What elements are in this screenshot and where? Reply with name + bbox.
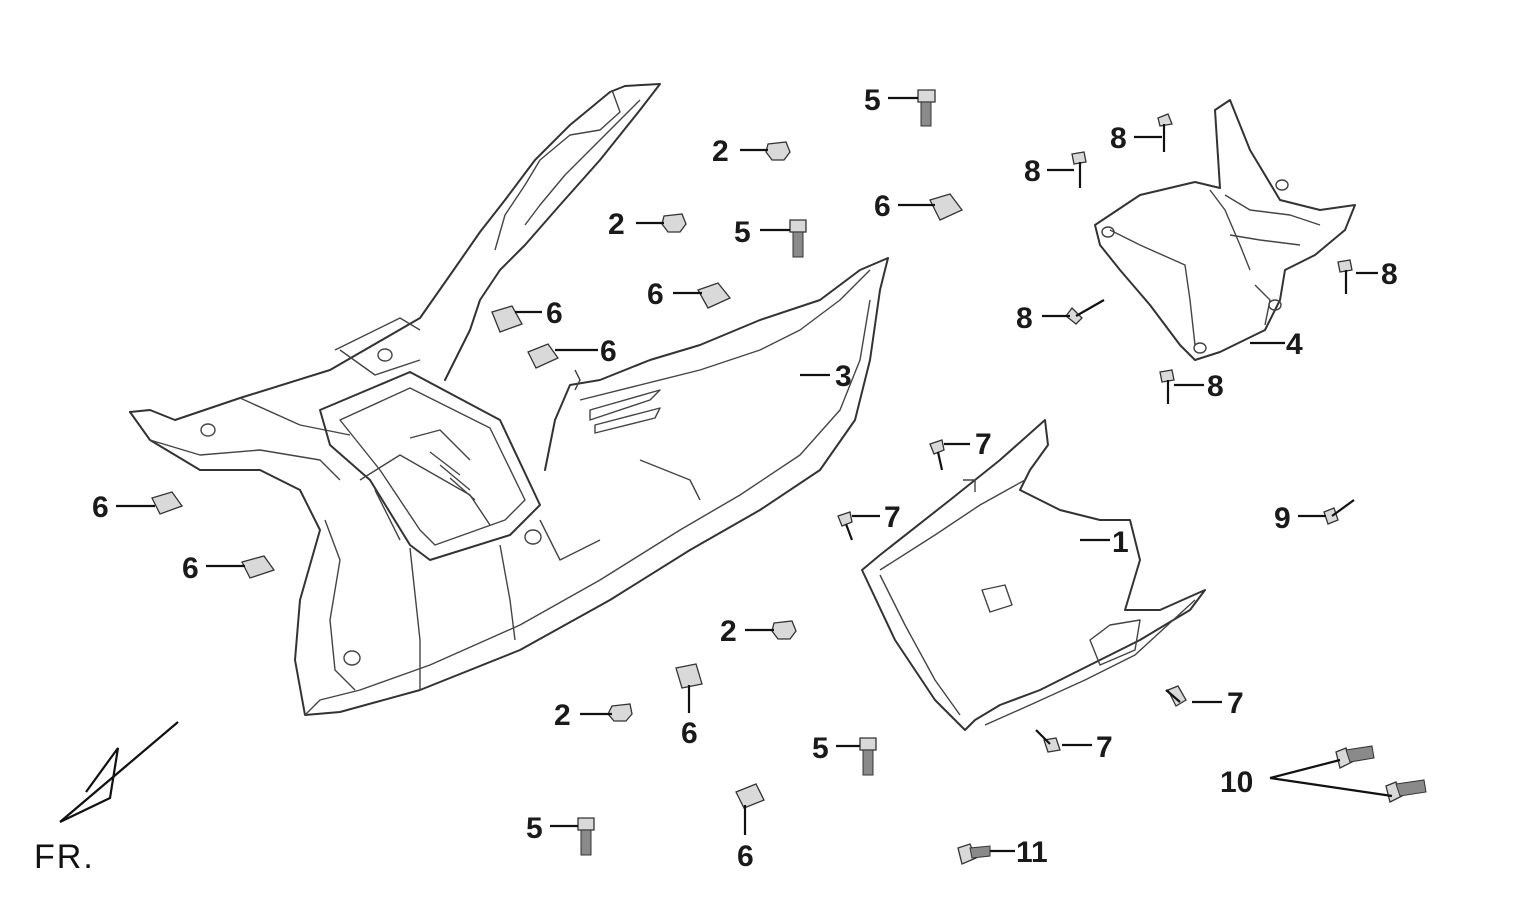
floor-panel-part <box>129 83 889 716</box>
hardware-rivet-10 <box>1335 745 1427 803</box>
callout-6: 6 <box>647 278 664 311</box>
callout-10: 10 <box>1220 766 1253 799</box>
callout-1: 1 <box>1112 526 1129 559</box>
callout-6: 6 <box>737 840 754 873</box>
callout-6: 6 <box>681 717 698 750</box>
callout-8: 8 <box>1110 122 1127 155</box>
callout-11: 11 <box>1016 836 1048 869</box>
callout-8: 8 <box>1016 302 1033 335</box>
callout-2: 2 <box>554 699 571 732</box>
callout-6: 6 <box>92 491 109 524</box>
callout-8: 8 <box>1024 155 1041 188</box>
callout-3: 3 <box>835 360 852 393</box>
callout-8: 8 <box>1207 370 1224 403</box>
callout-7: 7 <box>884 501 901 534</box>
under-cover-part <box>861 419 1206 731</box>
callout-5: 5 <box>812 732 829 765</box>
callout-labels: 1 2 2 2 2 3 4 5 5 5 5 6 6 6 6 6 6 6 6 7 … <box>92 84 1398 873</box>
callout-6: 6 <box>182 552 199 585</box>
callout-8: 8 <box>1381 258 1398 291</box>
callout-2: 2 <box>712 135 729 168</box>
callout-5: 5 <box>864 84 881 117</box>
callout-6: 6 <box>874 190 891 223</box>
callout-2: 2 <box>720 615 737 648</box>
hardware-screw-8 <box>1065 113 1353 404</box>
front-arrow-icon <box>59 721 179 823</box>
callout-6: 6 <box>600 335 617 368</box>
hardware-clip-2 <box>607 141 797 722</box>
leader-lines <box>116 96 1393 853</box>
hardware-screw-9 <box>1323 499 1355 525</box>
callout-5: 5 <box>734 216 751 249</box>
callout-5: 5 <box>526 812 543 845</box>
callout-7: 7 <box>1096 731 1113 764</box>
callout-4: 4 <box>1286 328 1303 361</box>
callout-2: 2 <box>608 208 625 241</box>
callout-7: 7 <box>975 428 992 461</box>
hardware-screw-11 <box>957 843 991 865</box>
hardware-screw-7 <box>837 439 1187 753</box>
callout-7: 7 <box>1227 687 1244 720</box>
front-direction-indicator: FR. <box>34 721 179 876</box>
front-label: FR. <box>34 838 95 876</box>
hardware-speed-nut-6 <box>151 193 964 809</box>
callout-6: 6 <box>546 297 563 330</box>
rear-bracket-cover-part <box>1094 99 1356 361</box>
callout-9: 9 <box>1274 502 1291 535</box>
